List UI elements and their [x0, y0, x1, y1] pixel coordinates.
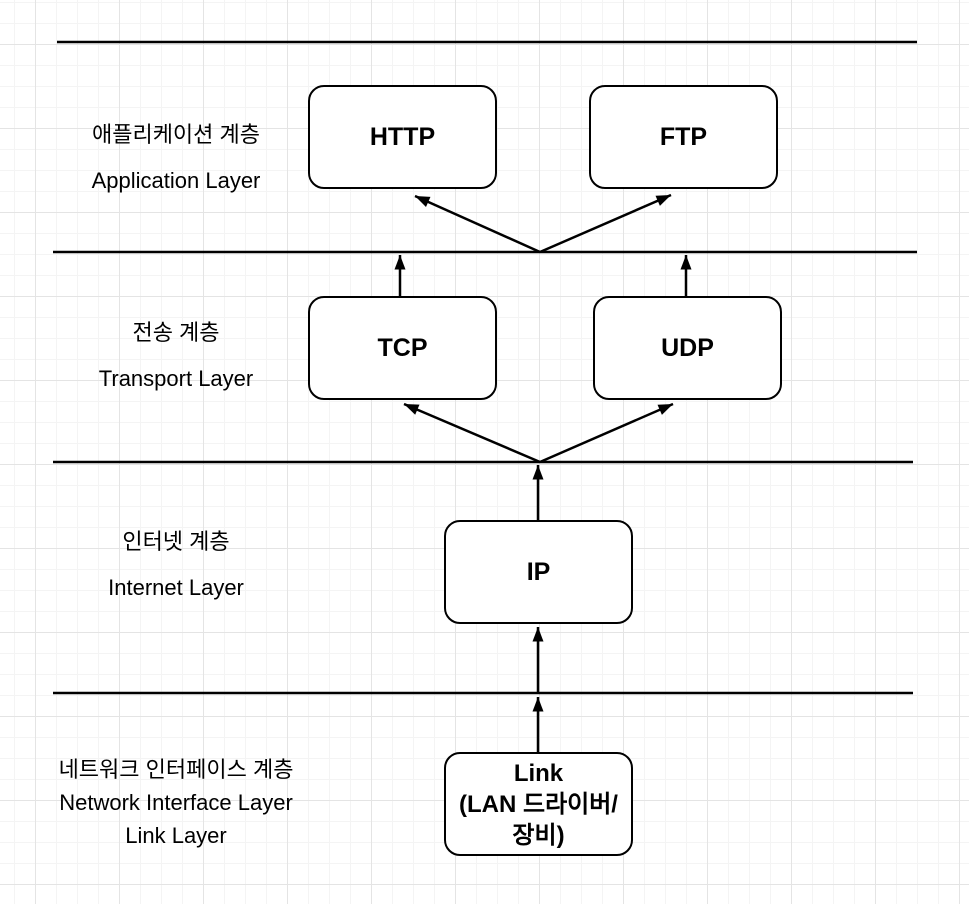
- layer-label-network-english2: Link Layer: [125, 823, 227, 848]
- arrow-junction2-to-ftp: [539, 193, 672, 254]
- layer-label-transport-english: Transport Layer: [98, 366, 254, 391]
- node-ip[interactable]: IP: [444, 520, 633, 624]
- node-udp[interactable]: UDP: [593, 296, 782, 400]
- arrow-junction3-to-tcp: [403, 402, 541, 464]
- node-tcp[interactable]: TCP: [308, 296, 497, 400]
- node-ip-label: IP: [526, 557, 551, 586]
- arrow-junction3-to-udp: [539, 402, 674, 464]
- node-link[interactable]: Link (LAN 드라이버/ 장비): [444, 752, 633, 856]
- node-udp-label: UDP: [661, 333, 714, 362]
- layer-label-internet-english: Internet Layer: [108, 575, 244, 600]
- layer-label-internet: 인터넷 계층 Internet Layer: [26, 519, 326, 611]
- node-tcp-label: TCP: [377, 333, 428, 362]
- node-link-label: Link (LAN 드라이버/ 장비): [459, 759, 618, 849]
- layer-label-application-korean: 애플리케이션 계층: [91, 122, 261, 147]
- layer-label-network-interface: 네트워크 인터페이스 계층 Network Interface Layer Li…: [26, 753, 326, 852]
- node-http-label: HTTP: [369, 122, 436, 151]
- layer-label-network-korean: 네트워크 인터페이스 계층: [58, 757, 294, 782]
- arrow-junction2-to-http: [414, 194, 541, 254]
- node-ftp[interactable]: FTP: [589, 85, 778, 189]
- layer-label-transport-korean: 전송 계층: [132, 320, 220, 345]
- node-http[interactable]: HTTP: [308, 85, 497, 189]
- layer-label-application-english: Application Layer: [91, 168, 261, 193]
- layer-label-network-english: Network Interface Layer: [59, 790, 293, 815]
- layer-label-application: 애플리케이션 계층 Application Layer: [26, 112, 326, 204]
- layer-label-internet-korean: 인터넷 계층: [122, 529, 230, 554]
- layer-label-transport: 전송 계층 Transport Layer: [26, 310, 326, 402]
- node-ftp-label: FTP: [659, 122, 708, 151]
